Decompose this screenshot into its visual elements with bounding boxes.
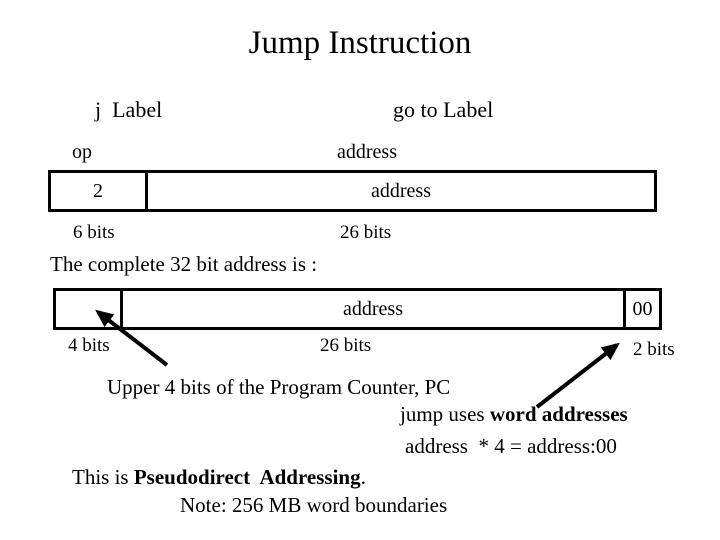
- full-address-box: address 00: [53, 288, 662, 330]
- pseudodirect-prefix: This is: [72, 465, 134, 489]
- op-bits-label: 6 bits: [73, 222, 115, 243]
- slide-title: Jump Instruction: [248, 25, 472, 61]
- upper-bits-note: Upper 4 bits of the Program Counter, PC: [107, 375, 451, 399]
- jump-instruction-code: j Label: [95, 97, 163, 122]
- jump-instruction-meaning: go to Label: [393, 97, 494, 122]
- pseudodirect-note: This is Pseudodirect Addressing.: [72, 465, 366, 490]
- address-cell: address: [145, 173, 654, 209]
- address-field-header: address: [337, 141, 397, 163]
- address-formula: address * 4 = address:00: [405, 434, 617, 458]
- zero-bits-label: 2 bits: [633, 339, 675, 360]
- pseudodirect-suffix: .: [360, 465, 366, 489]
- word-address-arrow: [535, 342, 620, 409]
- op-cell: 2: [93, 179, 103, 202]
- full-address-bits-label: 26 bits: [320, 335, 372, 356]
- pseudodirect-bold: Pseudodirect Addressing: [133, 465, 361, 489]
- jump-uses-bold: word addresses: [489, 402, 628, 426]
- full-address-cell: address: [120, 291, 623, 327]
- pc-upper-cell: [56, 291, 120, 327]
- boundaries-note: Note: 256 MB word boundaries: [180, 493, 448, 517]
- jump-uses-prefix: jump uses: [400, 402, 490, 426]
- jump-uses-note: jump uses word addresses: [400, 402, 628, 427]
- op-field-header: op: [72, 141, 92, 163]
- zero-bits-cell: 00: [623, 291, 659, 327]
- complete-address-line: The complete 32 bit address is :: [50, 252, 318, 276]
- instruction-format-box: 2 address: [48, 170, 657, 212]
- address-bits-label: 26 bits: [340, 222, 392, 243]
- pc-bits-label: 4 bits: [68, 335, 110, 356]
